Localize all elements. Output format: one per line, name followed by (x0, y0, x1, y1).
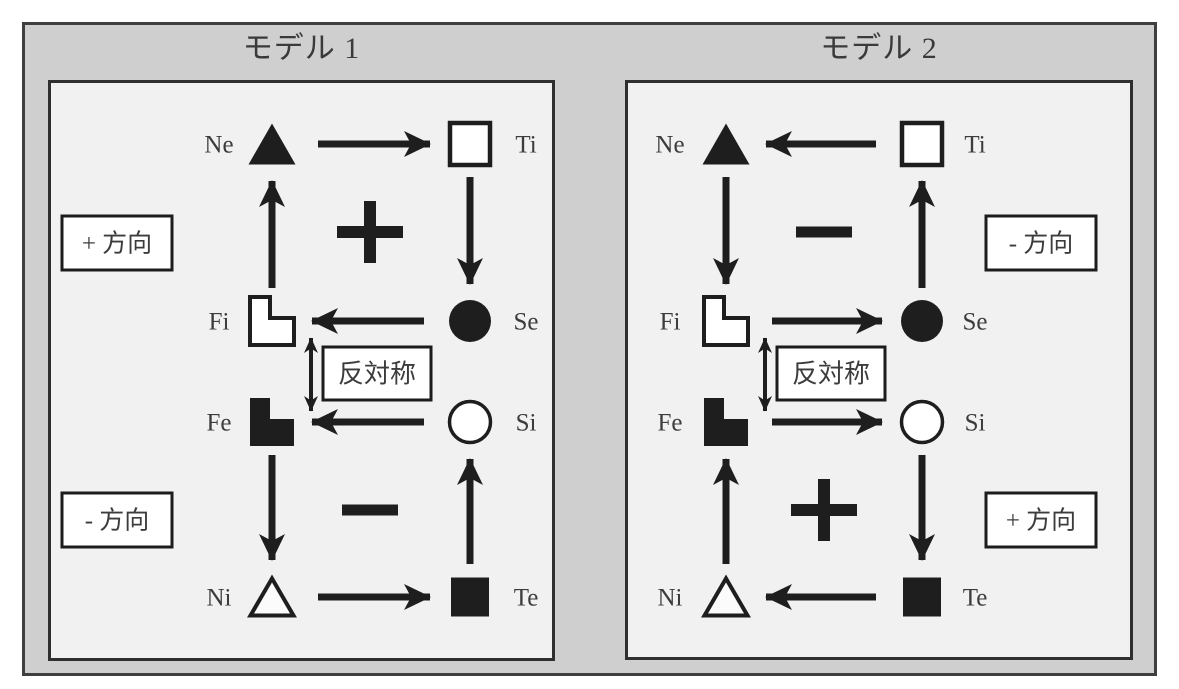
minus-sign-icon (796, 226, 852, 238)
node-ti-square-open-icon (447, 120, 493, 168)
node-se-circle-filled-icon (901, 300, 943, 342)
node-se-circle-filled-icon (449, 300, 491, 342)
antisymmetry-box (321, 345, 433, 402)
node-ti-square-open-icon (899, 120, 945, 168)
node-se-label: Se (514, 309, 539, 336)
direction-box-bottom (60, 491, 174, 549)
node-ni-label: Ni (658, 585, 683, 612)
antisymmetry-box (775, 345, 887, 402)
node-si-circle-open-icon (447, 399, 493, 445)
node-fe-label: Fe (207, 410, 232, 437)
node-te-label: Te (514, 585, 539, 612)
node-ne-label: Ne (655, 132, 684, 159)
node-fe-label: Fe (658, 410, 683, 437)
node-te-square-filled-icon (451, 577, 489, 617)
node-fi-label: Fi (660, 309, 681, 336)
direction-label-bottom: - 方向 (85, 507, 150, 535)
antisymmetry-label: 反対称 (792, 360, 870, 389)
node-fi-label: Fi (209, 309, 230, 336)
antisymmetry-label: 反対称 (338, 360, 416, 389)
plus-sign-icon (791, 479, 857, 541)
node-ne-triangle-filled-icon (702, 123, 750, 165)
node-fe-l-filled-icon (250, 398, 294, 446)
node-si-circle-open-icon (899, 399, 945, 445)
direction-box-top (984, 214, 1098, 272)
node-te-square-filled-icon (903, 577, 941, 617)
node-si-label: Si (516, 410, 537, 437)
direction-label-top: + 方向 (82, 230, 152, 258)
panel-border (48, 80, 555, 661)
node-fe-l-filled-icon (704, 398, 748, 446)
node-ne-triangle-filled-icon (248, 123, 296, 165)
node-si-label: Si (965, 410, 986, 437)
node-ne-label: Ne (204, 132, 233, 159)
minus-sign-icon (342, 504, 398, 516)
direction-box-top (60, 214, 174, 272)
node-ni-triangle-open-icon (701, 574, 751, 618)
node-ni-triangle-open-icon (247, 574, 297, 618)
direction-label-top: - 方向 (1009, 230, 1074, 258)
direction-label-bottom: + 方向 (1006, 507, 1076, 535)
node-fi-l-open-icon (248, 295, 296, 347)
direction-box-bottom (984, 491, 1098, 549)
node-fi-l-open-icon (702, 295, 750, 347)
node-se-label: Se (963, 309, 988, 336)
model2-title: モデル 2 (820, 32, 938, 65)
node-ti-label: Ti (964, 132, 985, 159)
plus-sign-icon (337, 201, 403, 263)
node-ni-label: Ni (207, 585, 232, 612)
node-te-label: Te (963, 585, 988, 612)
node-ti-label: Ti (515, 132, 536, 159)
model1-title: モデル 1 (242, 32, 361, 65)
